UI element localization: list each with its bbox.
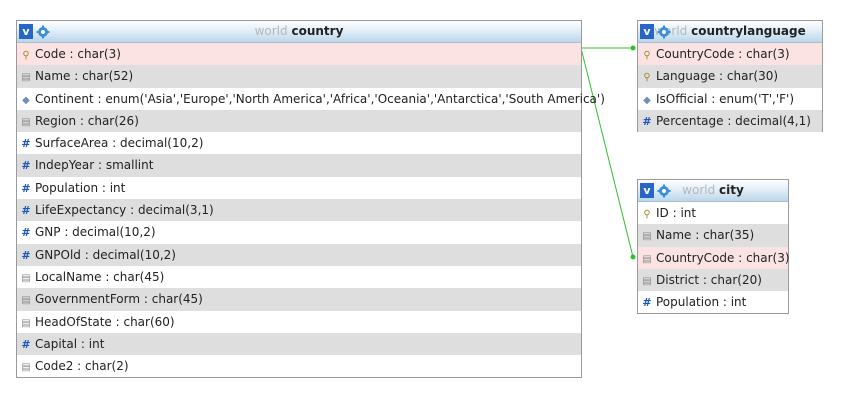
relation-line-city bbox=[580, 47, 634, 258]
table-row[interactable]: ◆ Continent : enum('Asia','Europe','North… bbox=[17, 87, 605, 110]
table-row[interactable]: # Percentage : decimal(4,1) bbox=[638, 109, 822, 133]
numeric-column-icon: # bbox=[21, 159, 31, 173]
table-row[interactable]: # Population : int bbox=[638, 291, 788, 314]
gear-icon[interactable] bbox=[657, 184, 671, 198]
key-icon: ⚲ bbox=[643, 72, 651, 84]
enum-column-icon: ◆ bbox=[643, 94, 651, 106]
column-label: District : char(20) bbox=[656, 272, 762, 287]
table-row[interactable]: ◆ IsOfficial : enum('T','F') bbox=[638, 87, 822, 110]
numeric-column-icon: # bbox=[21, 204, 31, 218]
table-row[interactable]: ▤ District : char(20) bbox=[638, 268, 788, 292]
table-row[interactable]: # SurfaceArea : decimal(10,2) bbox=[17, 132, 581, 155]
key-icon: ⚲ bbox=[22, 50, 30, 61]
enum-column-icon: ◆ bbox=[22, 94, 30, 106]
table-row[interactable]: # GNPOld : decimal(10,2) bbox=[17, 243, 581, 266]
table-name: countrylanguage bbox=[691, 24, 806, 38]
column-label: Population : int bbox=[656, 295, 747, 310]
text-column-icon: ▤ bbox=[642, 253, 652, 265]
text-column-icon: ▤ bbox=[21, 72, 31, 84]
column-label: Name : char(35) bbox=[656, 228, 755, 243]
table-name: country bbox=[291, 24, 344, 38]
key-icon: ⚲ bbox=[643, 50, 651, 61]
column-label: ID : int bbox=[656, 206, 697, 220]
text-column-icon: ▤ bbox=[21, 272, 31, 284]
toggle-columns-button[interactable]: v bbox=[640, 24, 654, 39]
column-label: SurfaceArea : decimal(10,2) bbox=[35, 136, 204, 151]
numeric-column-icon: # bbox=[21, 337, 31, 351]
column-label: Region : char(26) bbox=[35, 113, 139, 128]
column-label: Name : char(52) bbox=[35, 69, 134, 84]
column-label: CountryCode : char(3) bbox=[656, 250, 790, 265]
table-row[interactable]: ⚲ Code : char(3) bbox=[17, 43, 581, 66]
table-row[interactable]: ▤ Code2 : char(2) bbox=[17, 355, 581, 378]
table-row[interactable]: # Capital : int bbox=[17, 332, 581, 356]
numeric-column-icon: # bbox=[642, 296, 652, 310]
numeric-column-icon: # bbox=[21, 248, 31, 262]
gear-icon[interactable] bbox=[36, 25, 50, 39]
key-icon: ⚲ bbox=[643, 209, 651, 220]
column-label: Percentage : decimal(4,1) bbox=[656, 113, 811, 128]
table-row[interactable]: ⚲ CountryCode : char(3) bbox=[638, 43, 822, 66]
table-row[interactable]: ▤ LocalName : char(45) bbox=[17, 265, 581, 289]
table-row[interactable]: ▤ CountryCode : char(3) bbox=[638, 246, 790, 269]
table-row[interactable]: ⚲ Language : char(30) bbox=[638, 65, 822, 88]
column-label: IsOfficial : enum('T','F') bbox=[656, 91, 795, 106]
relation-endpoint-city bbox=[630, 254, 636, 260]
table-country[interactable]: v world country ⚲ Code : char(3) ▤ Name : cha… bbox=[16, 20, 605, 378]
column-label: Capital : int bbox=[35, 336, 105, 351]
numeric-column-icon: # bbox=[21, 226, 31, 240]
table-db-name: world bbox=[682, 183, 716, 197]
text-column-icon: ▤ bbox=[21, 295, 31, 307]
column-label: GNP : decimal(10,2) bbox=[35, 225, 156, 240]
column-label: LocalName : char(45) bbox=[35, 269, 165, 284]
text-column-icon: ▤ bbox=[21, 317, 31, 329]
column-label: Code2 : char(2) bbox=[35, 359, 129, 374]
column-label: LifeExpectancy : decimal(3,1) bbox=[35, 203, 214, 218]
table-row[interactable]: # Population : int bbox=[17, 176, 581, 200]
text-column-icon: ▤ bbox=[21, 362, 31, 374]
table-row[interactable]: ▤ Name : char(35) bbox=[638, 224, 788, 247]
gear-icon[interactable] bbox=[657, 25, 671, 39]
table-header-country[interactable]: v world country bbox=[17, 21, 581, 43]
table-row[interactable]: ▤ Name : char(52) bbox=[17, 65, 581, 88]
table-row[interactable]: ▤ Region : char(26) bbox=[17, 109, 581, 133]
relation-endpoint-countrylanguage bbox=[630, 45, 636, 51]
table-city[interactable]: v world city ⚲ ID : int ▤ Name : char(35) ▤ Cou… bbox=[637, 179, 790, 314]
table-row[interactable]: ▤ GovernmentForm : char(45) bbox=[17, 288, 581, 311]
table-row[interactable]: ⚲ ID : int bbox=[638, 202, 788, 225]
column-label: Code : char(3) bbox=[35, 47, 121, 61]
numeric-column-icon: # bbox=[21, 137, 31, 151]
column-label: Continent : enum('Asia','Europe','North … bbox=[35, 91, 605, 106]
column-label: Language : char(30) bbox=[656, 69, 779, 84]
column-label: GovernmentForm : char(45) bbox=[35, 292, 203, 307]
table-row[interactable]: ▤ HeadOfState : char(60) bbox=[17, 310, 581, 333]
table-row[interactable]: # GNP : decimal(10,2) bbox=[17, 221, 581, 244]
table-header-city[interactable]: v world city bbox=[638, 180, 788, 202]
text-column-icon: ▤ bbox=[642, 231, 652, 243]
column-label: Population : int bbox=[35, 180, 126, 195]
table-db-name: world bbox=[254, 24, 288, 38]
text-column-icon: ▤ bbox=[642, 275, 652, 287]
column-label: CountryCode : char(3) bbox=[656, 47, 790, 61]
numeric-column-icon: # bbox=[642, 114, 652, 128]
text-column-icon: ▤ bbox=[21, 116, 31, 128]
toggle-columns-button[interactable]: v bbox=[19, 24, 33, 39]
table-name: city bbox=[719, 183, 744, 197]
table-row[interactable]: # LifeExpectancy : decimal(3,1) bbox=[17, 199, 581, 222]
toggle-columns-button[interactable]: v bbox=[640, 183, 654, 198]
column-label: HeadOfState : char(60) bbox=[35, 314, 175, 329]
table-row[interactable]: # IndepYear : smallint bbox=[17, 154, 581, 177]
column-label: GNPOld : decimal(10,2) bbox=[35, 247, 176, 262]
numeric-column-icon: # bbox=[21, 181, 31, 195]
column-label: IndepYear : smallint bbox=[35, 158, 154, 173]
